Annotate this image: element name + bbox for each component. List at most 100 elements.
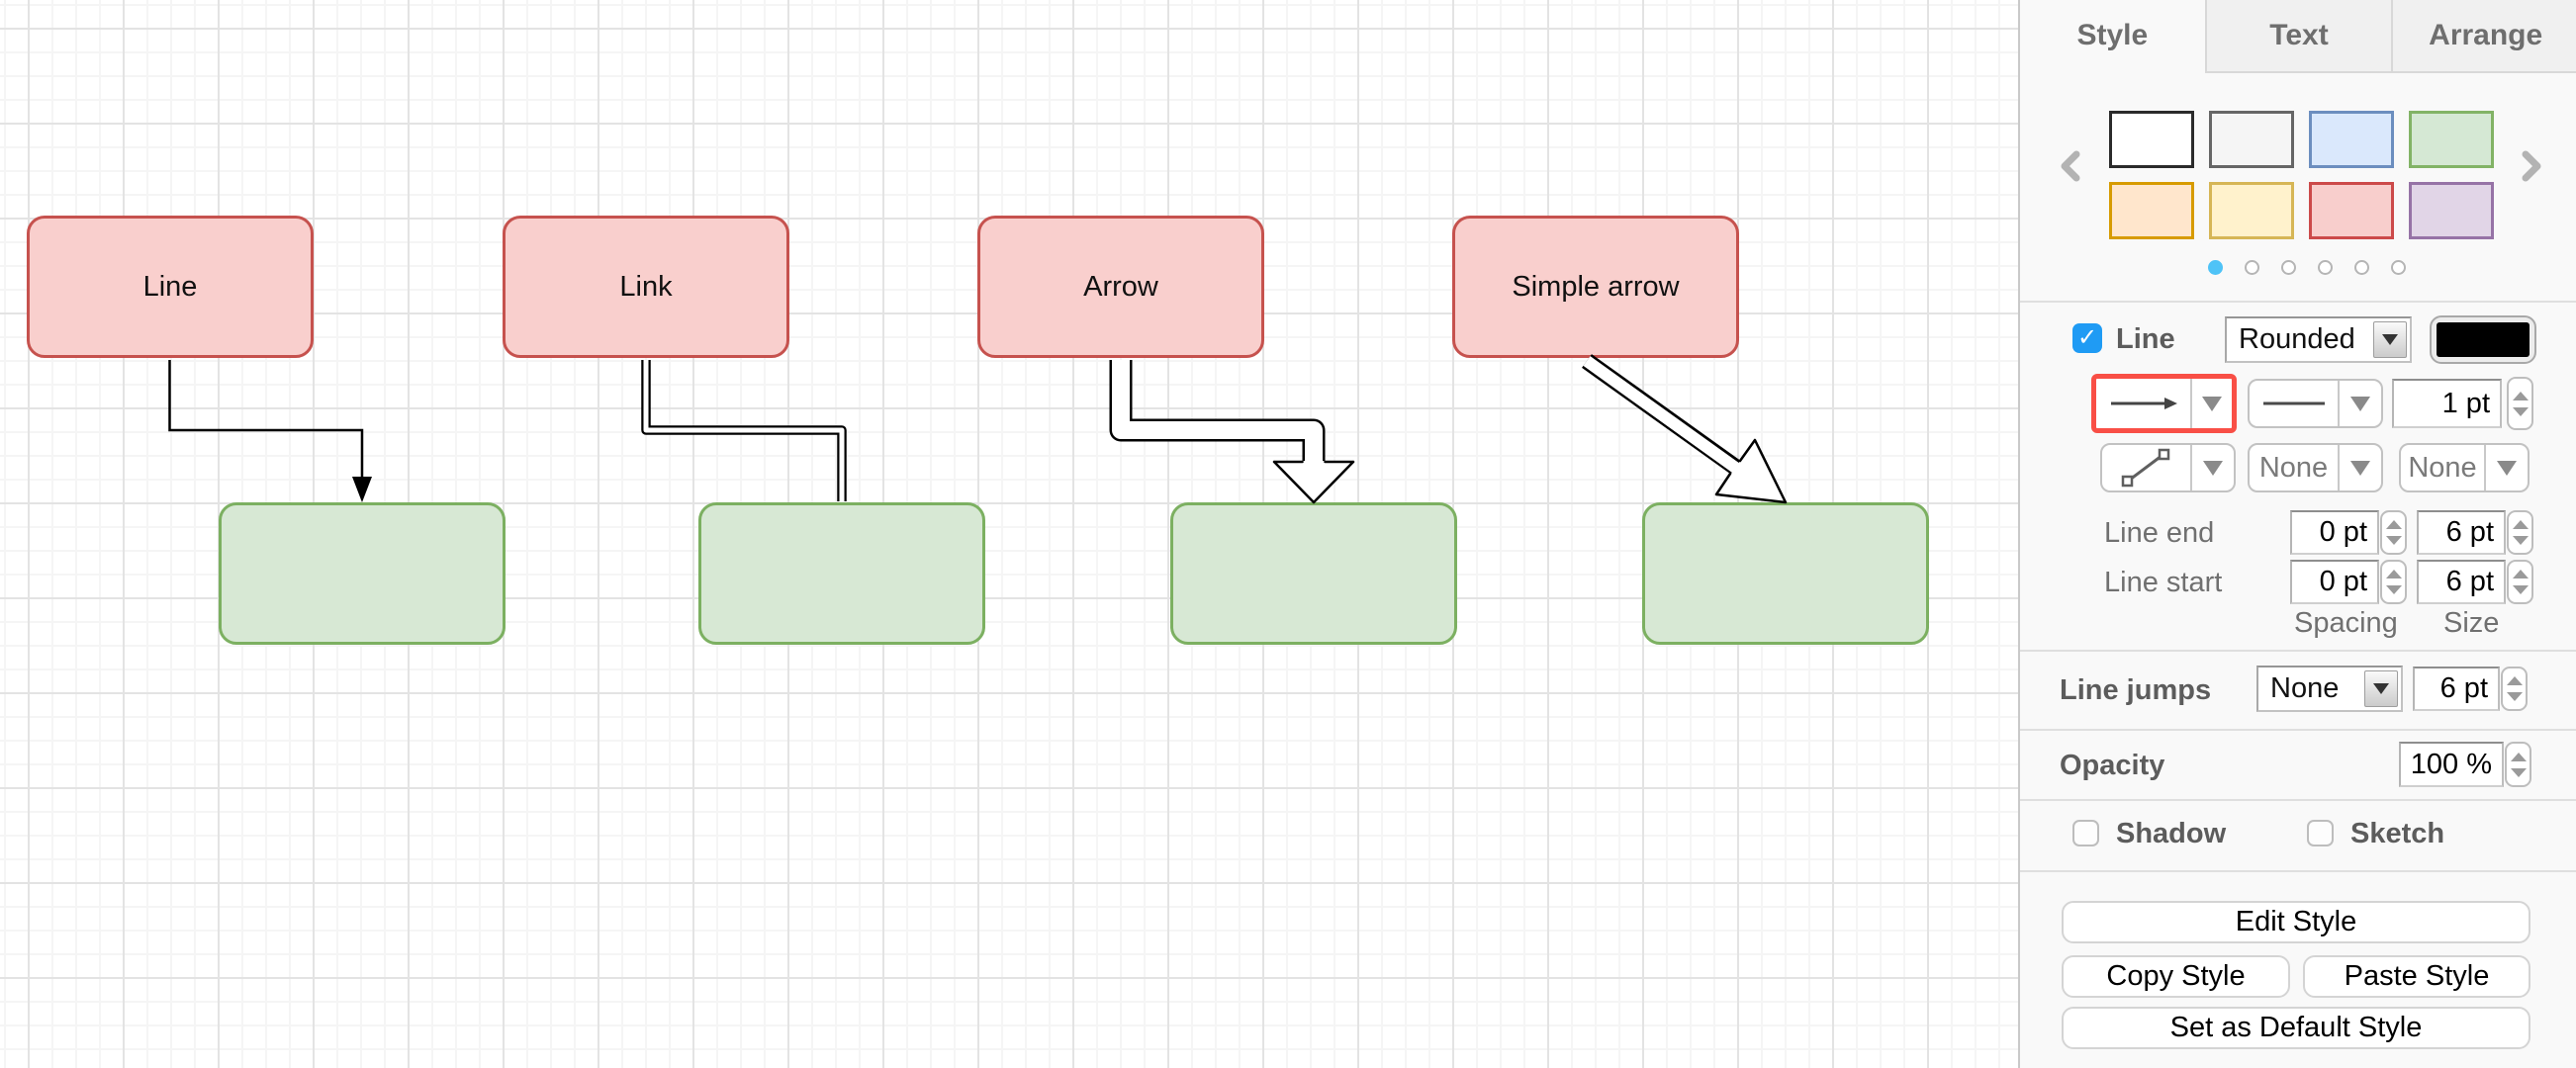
select-arrow-icon [2373, 321, 2407, 358]
line-style-value: Rounded [2239, 323, 2355, 355]
edge-line[interactable] [168, 360, 373, 502]
line-checkbox[interactable]: ✓ [2072, 323, 2102, 353]
line-start-size-value: 6 pt [2445, 566, 2494, 597]
swatch-gray[interactable] [2209, 111, 2294, 168]
line-color-button[interactable] [2430, 315, 2536, 364]
line-pattern-button[interactable] [2248, 379, 2383, 428]
stepper-up-icon [2385, 520, 2402, 529]
opacity-label: Opacity [2060, 750, 2165, 781]
target-node-3[interactable] [1170, 502, 1457, 645]
line-label: Line [2116, 323, 2175, 355]
swatch-green[interactable] [2409, 111, 2494, 168]
node-simple-arrow-label: Simple arrow [1512, 270, 1680, 303]
node-line[interactable]: Line [27, 216, 314, 358]
stepper-up-icon [2385, 570, 2402, 578]
page-dot-2[interactable] [2245, 259, 2259, 275]
sketch-label: Sketch [2350, 818, 2445, 849]
target-node-4[interactable] [1642, 502, 1929, 645]
swatch-red[interactable] [2309, 182, 2394, 239]
stepper-down-icon [2385, 536, 2402, 545]
dropdown-arrow-icon [2338, 445, 2381, 490]
arrow-style-icon [2096, 379, 2190, 428]
stepper-down-icon [2510, 767, 2527, 777]
stepper-up-icon [2512, 391, 2529, 400]
swatch-white[interactable] [2109, 111, 2194, 168]
tab-text[interactable]: Text [2204, 0, 2392, 73]
waypoints-style-button[interactable] [2100, 443, 2236, 492]
tab-arrange[interactable]: Arrange [2391, 0, 2576, 73]
divider [2020, 729, 2576, 731]
edit-style-button[interactable]: Edit Style [2062, 901, 2530, 943]
node-arrow[interactable]: Arrow [977, 216, 1264, 358]
line-end-spacing-stepper[interactable] [2380, 510, 2407, 555]
line-end-spacing-input[interactable]: 0 pt [2290, 510, 2379, 555]
dropdown-arrow-icon [2484, 445, 2528, 490]
waypoints-icon [2102, 445, 2190, 490]
line-end-size-input[interactable]: 6 pt [2417, 510, 2506, 555]
line-width-value: 1 pt [2441, 387, 2490, 419]
diagram-canvas[interactable]: Line Link Arrow Simple arrow [0, 0, 2018, 1068]
line-jumps-select[interactable]: None [2256, 666, 2403, 712]
stepper-down-icon [2512, 406, 2529, 416]
chevron-left-icon [2061, 150, 2080, 182]
line-start-size-input[interactable]: 6 pt [2417, 560, 2506, 604]
line-start-spacing-value: 0 pt [2319, 566, 2367, 597]
swatch-orange[interactable] [2109, 182, 2194, 239]
line-end-size-stepper[interactable] [2507, 510, 2533, 555]
next-styles-button[interactable] [2511, 146, 2550, 186]
swatch-blue[interactable] [2309, 111, 2394, 168]
none-label: None [2258, 451, 2329, 484]
edge-arrow[interactable] [1109, 360, 1355, 504]
divider [2020, 870, 2576, 872]
stepper-down-icon [2512, 585, 2529, 594]
shadow-checkbox[interactable] [2072, 820, 2099, 846]
divider [2020, 301, 2576, 303]
stepper-up-icon [2506, 676, 2523, 685]
line-start-spacing-stepper[interactable] [2380, 560, 2407, 604]
line-end-size-value: 6 pt [2445, 516, 2494, 548]
node-link-label: Link [619, 270, 673, 303]
line-start-size-stepper[interactable] [2507, 560, 2533, 604]
line-width-stepper[interactable] [2507, 377, 2533, 430]
set-default-style-button[interactable]: Set as Default Style [2062, 1007, 2530, 1049]
size-label: Size [2443, 607, 2500, 639]
format-tabbar: Style Text Arrange [2020, 0, 2576, 73]
page-dot-5[interactable] [2354, 259, 2369, 275]
edge-link[interactable] [641, 360, 847, 501]
select-arrow-icon [2364, 670, 2398, 707]
connection-style-button-selected[interactable] [2091, 374, 2237, 433]
line-style-select[interactable]: Rounded [2225, 316, 2412, 363]
swatch-yellow[interactable] [2209, 182, 2294, 239]
node-link[interactable]: Link [503, 216, 789, 358]
tab-style[interactable]: Style [2076, 19, 2149, 51]
opacity-stepper[interactable] [2505, 742, 2531, 787]
target-node-1[interactable] [219, 502, 506, 645]
line-width-input[interactable]: 1 pt [2392, 379, 2502, 428]
solid-line-icon [2250, 381, 2338, 426]
line-start-marker-button[interactable]: None [2248, 443, 2383, 492]
stepper-up-icon [2512, 570, 2529, 578]
prev-styles-button[interactable] [2052, 146, 2091, 186]
line-jumps-size-value: 6 pt [2439, 672, 2488, 704]
shadow-label: Shadow [2116, 818, 2227, 849]
page-dot-4[interactable] [2318, 259, 2333, 275]
node-arrow-label: Arrow [1083, 270, 1158, 303]
stepper-down-icon [2512, 536, 2529, 545]
line-start-spacing-input[interactable]: 0 pt [2290, 560, 2379, 604]
line-jumps-size-stepper[interactable] [2501, 667, 2528, 711]
edge-simple-arrow[interactable] [1582, 354, 1788, 504]
page-dot-3[interactable] [2281, 259, 2296, 275]
page-dot-6[interactable] [2391, 259, 2406, 275]
paste-style-button[interactable]: Paste Style [2303, 955, 2530, 998]
swatch-purple[interactable] [2409, 182, 2494, 239]
target-node-2[interactable] [698, 502, 985, 645]
line-jumps-value: None [2270, 672, 2340, 704]
style-page-dots [2208, 259, 2445, 275]
copy-style-button[interactable]: Copy Style [2062, 955, 2290, 998]
sketch-checkbox[interactable] [2307, 820, 2334, 846]
line-end-marker-button[interactable]: None [2399, 443, 2530, 492]
node-simple-arrow[interactable]: Simple arrow [1452, 216, 1739, 358]
page-dot-1[interactable] [2208, 259, 2223, 275]
line-jumps-size-input[interactable]: 6 pt [2413, 667, 2500, 711]
opacity-input[interactable]: 100 % [2399, 742, 2504, 787]
